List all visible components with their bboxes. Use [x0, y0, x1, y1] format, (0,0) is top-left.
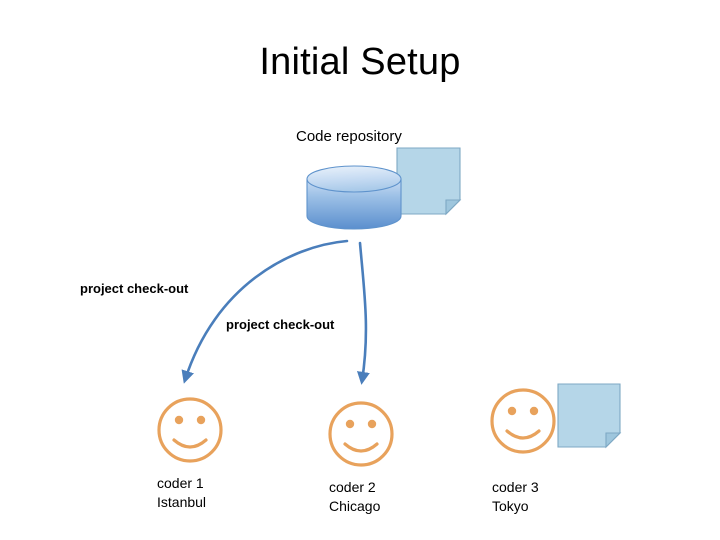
coder-2-name: coder 2	[329, 479, 376, 495]
flow-arrow-coder-1	[181, 239, 349, 384]
code-repository-label: Code repository	[296, 128, 402, 145]
flow-arrow-coder-2	[356, 241, 370, 385]
coder-3-city: Tokyo	[492, 498, 529, 514]
coder-1-city: Istanbul	[157, 494, 207, 510]
coder-1-smiley-icon	[157, 397, 223, 463]
code-repository-cylinder-icon	[306, 165, 402, 230]
coder-2-caption: coder 2 Chicago	[329, 478, 380, 516]
coder-3-smiley-icon	[490, 388, 556, 454]
coder-3-note-icon	[557, 383, 622, 449]
flow-label-coder-1: project check-out	[80, 281, 189, 296]
flow-label-coder-2: project check-out	[226, 317, 335, 332]
coder-1-name: coder 1	[157, 475, 204, 491]
repository-note-icon	[396, 147, 462, 216]
coder-2-city: Chicago	[329, 498, 381, 514]
coder-2-smiley-icon	[328, 401, 394, 467]
coder-1-caption: coder 1 Istanbul	[157, 474, 206, 512]
page-title: Initial Setup	[259, 41, 461, 83]
coder-3-name: coder 3	[492, 479, 539, 495]
coder-3-caption: coder 3 Tokyo	[492, 478, 539, 516]
